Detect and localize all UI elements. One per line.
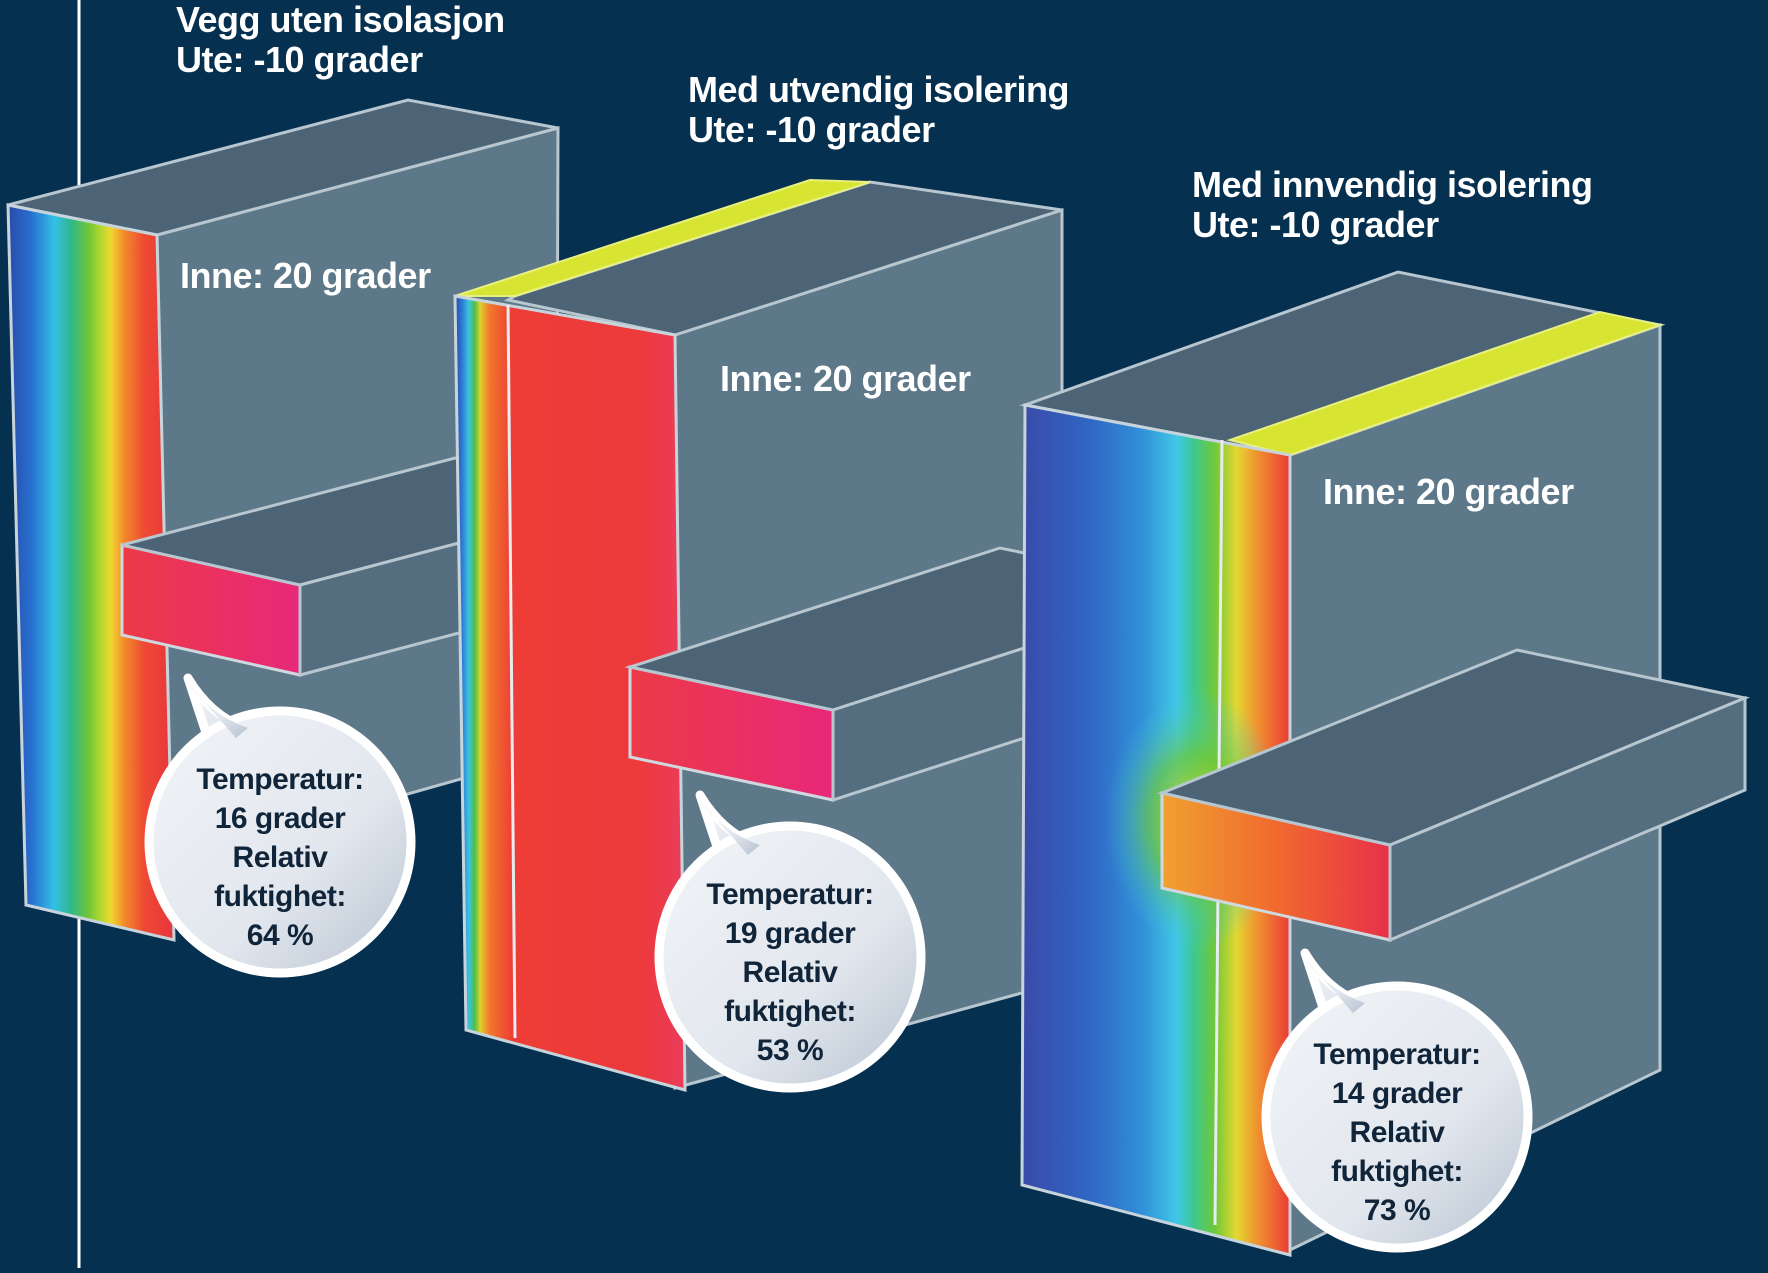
wall-2-insulation-top <box>454 178 871 297</box>
bubble-3-humidity-label-2: fuktighet: <box>1331 1155 1463 1188</box>
bubble-1-temperature-label: Temperatur: <box>196 763 364 796</box>
bubble-3 <box>1261 948 1533 1253</box>
bubble-1 <box>144 673 416 978</box>
bubble-1-humidity-label-1: Relativ <box>232 841 328 874</box>
bubble-2-humidity-label-2: fuktighet: <box>724 995 856 1028</box>
wall-1-outside-temp: Ute: -10 grader <box>176 39 423 81</box>
wall-2-outside-temp: Ute: -10 grader <box>688 109 935 151</box>
bubble-3-temperature-label: Temperatur: <box>1313 1038 1481 1071</box>
wall-1-section-face <box>6 203 176 942</box>
wall-2-title: Med utvendig isolering Ute: -10 grader <box>688 69 1070 151</box>
wall-3-title-line1: Med innvendig isolering <box>1192 164 1593 205</box>
wall-1-title: Vegg uten isolasjon Ute: -10 grader <box>176 0 505 81</box>
bubble-1-humidity-value: 64 % <box>246 919 314 952</box>
bubble-1-temperature-value: 16 grader <box>214 802 346 835</box>
wall-2-inside-label: Inne: 20 grader <box>720 358 971 399</box>
bubble-3-text: Temperatur: 14 grader Relativ fuktighet:… <box>1282 1035 1512 1230</box>
wall-3-outside-temp: Ute: -10 grader <box>1192 204 1439 246</box>
bubble-1-humidity-label-2: fuktighet: <box>214 880 346 913</box>
bubble-2 <box>654 790 926 1093</box>
wall-3-title: Med innvendig isolering Ute: -10 grader <box>1192 164 1593 246</box>
bubble-3-humidity-label-1: Relativ <box>1349 1116 1445 1149</box>
wall-2-title-line1: Med utvendig isolering <box>688 69 1070 110</box>
wall-1-inside-label: Inne: 20 grader <box>180 255 431 296</box>
wall-1-title-line1: Vegg uten isolasjon <box>176 0 505 40</box>
bubble-2-humidity-value: 53 % <box>756 1034 824 1067</box>
wall-3-inside-label: Inne: 20 grader <box>1323 471 1574 512</box>
bubble-3-temperature-value: 14 grader <box>1331 1077 1463 1110</box>
bubble-2-humidity-label-1: Relativ <box>742 956 838 989</box>
bubble-2-temperature-value: 19 grader <box>724 917 856 950</box>
bubble-2-text: Temperatur: 19 grader Relativ fuktighet:… <box>675 875 905 1070</box>
bubble-3-humidity-value: 73 % <box>1363 1194 1431 1227</box>
bubble-2-temperature-label: Temperatur: <box>706 878 874 911</box>
bubble-1-text: Temperatur: 16 grader Relativ fuktighet:… <box>165 760 395 955</box>
wall-3-beam <box>1156 648 1751 943</box>
